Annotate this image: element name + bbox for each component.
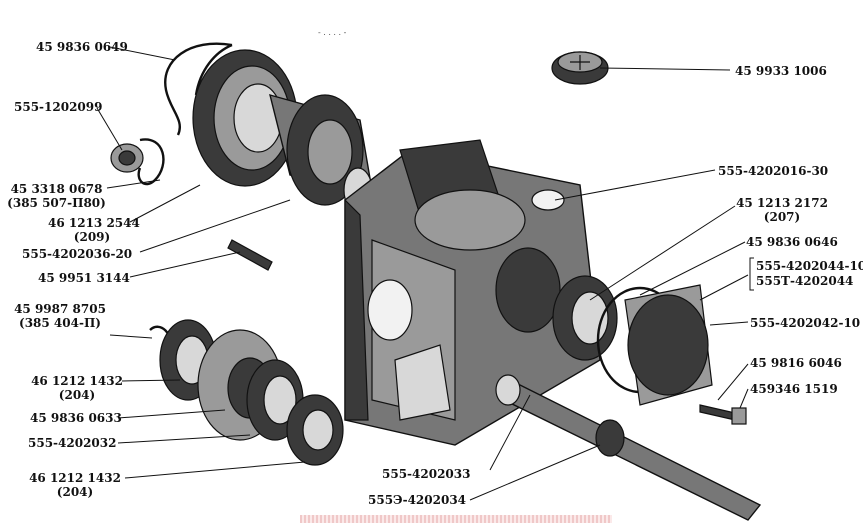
label-555-1202099: 555-1202099 xyxy=(14,100,103,114)
label-45-9836-0633: 45 9836 0633 xyxy=(30,411,122,425)
label-line-2: (204) xyxy=(56,485,94,499)
label-555-4202042-10: 555-4202042-10 xyxy=(750,316,861,330)
label-line-2: (385 404-П) xyxy=(19,316,101,330)
label-line-1: 46 1212 1432 xyxy=(31,374,123,388)
bolt xyxy=(699,404,736,421)
label-line-2: (209) xyxy=(73,230,111,244)
label-46-1213-2544: 46 1213 2544 (209) xyxy=(48,216,140,244)
label-45-3318-0678: 45 3318 0678 (385 507-П80) xyxy=(4,182,109,210)
label-46-1212-1432-a: 46 1212 1432 (204) xyxy=(30,374,124,402)
scan-artifact-bar xyxy=(300,515,612,523)
label-555-4202044: 555-4202044-10 555Т-4202044 xyxy=(756,259,863,289)
label-line-2: (204) xyxy=(58,388,96,402)
label-45-9836-0649: 45 9836 0649 xyxy=(36,40,128,54)
label-line-1: 46 1213 2544 xyxy=(48,216,140,230)
label-459346-1519: 459346 1519 xyxy=(750,382,838,396)
label-line-1: 555-4202044-10 xyxy=(756,259,863,273)
small-ring xyxy=(137,138,165,186)
label-45-1213-2172: 45 1213 2172 (207) xyxy=(736,196,828,224)
label-555-4202016-30: 555-4202016-30 xyxy=(718,164,829,178)
label-45-9836-0646: 45 9836 0646 xyxy=(746,235,838,249)
label-45-9816-6046: 45 9816 6046 xyxy=(750,356,842,370)
label-line-2: (385 507-П80) xyxy=(7,196,106,210)
label-555E-4202034: 555Э-4202034 xyxy=(368,493,467,507)
label-45-9987-8705: 45 9987 8705 (385 404-П) xyxy=(10,302,110,330)
label-line-2: (207) xyxy=(763,210,801,224)
label-46-1212-1432-b: 46 1212 1432 (204) xyxy=(28,471,122,499)
label-555-4202032: 555-4202032 xyxy=(28,436,117,450)
label-555-4202036-20: 555-4202036-20 xyxy=(22,247,133,261)
top-mark: - . . . . - xyxy=(318,28,347,37)
pin xyxy=(227,239,273,271)
label-45-9951-3144: 45 9951 3144 xyxy=(38,271,130,285)
label-45-9933-1006: 45 9933 1006 xyxy=(735,64,827,78)
label-line-1: 45 3318 0678 xyxy=(10,182,103,196)
label-555-4202033: 555-4202033 xyxy=(382,467,471,481)
output-shaft xyxy=(499,379,762,521)
label-line-1: 45 9987 8705 xyxy=(14,302,106,316)
label-line-1: 45 1213 2172 xyxy=(736,196,828,210)
label-line-2: 555Т-4202044 xyxy=(756,274,854,288)
label-line-1: 46 1212 1432 xyxy=(29,471,121,485)
